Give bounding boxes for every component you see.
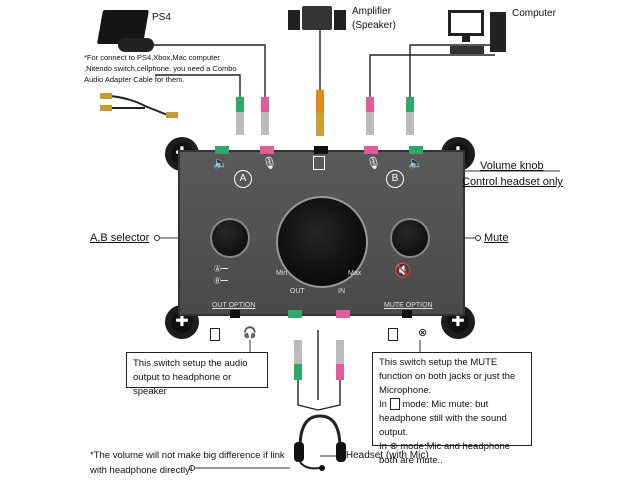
mic-icon-left: 🎙	[262, 156, 278, 170]
volume-knob-label: Volume knob	[480, 160, 544, 172]
ps4-controller-image	[118, 38, 154, 52]
out-option-switch[interactable]	[230, 310, 240, 318]
ab-selector-label: A,B selector	[90, 232, 150, 244]
ab-indicator: Ⓐ━Ⓑ━	[214, 266, 228, 285]
headphone-small-icon: 🎧	[243, 327, 257, 339]
adapter-cable-image	[100, 93, 178, 118]
control-headset-label: Control headset only	[462, 176, 563, 188]
mic-icon-right: 🎙	[366, 156, 382, 170]
headset-label: *Headset (with Mic)	[342, 450, 429, 461]
plug-pink-right	[366, 97, 374, 135]
jack-out-green[interactable]	[288, 310, 302, 318]
screw-bottom-left: ✚	[171, 311, 193, 333]
mute-note-in2: In	[379, 441, 387, 452]
jack-green-right[interactable]	[409, 146, 423, 154]
computer-image	[448, 10, 508, 56]
volume-max-label: Max	[348, 270, 362, 277]
ps4-note: *For connect to PS4,Xbox,Mac computer ,N…	[84, 53, 237, 84]
ps4-label: PS4	[152, 12, 171, 23]
amplifier-label: Amplifier	[352, 6, 391, 17]
speaker-icon-left: 🔈	[213, 156, 228, 170]
mute-option-note: This switch setup the MUTE function on b…	[372, 352, 532, 466]
mute-mode-note-icon: ⊗	[389, 441, 398, 452]
mute-indicator-icon: 🔇	[394, 262, 412, 278]
screw-bottom-right: ✚	[447, 311, 469, 333]
plug-green-bottom	[294, 340, 302, 380]
mute-note-line2: mode: Mic mute: but headphone still with…	[379, 399, 507, 438]
speaker-box-small-icon-right	[388, 328, 398, 341]
plug-green-left	[236, 97, 244, 135]
volume-min-label: Min	[276, 270, 288, 277]
plug-green-right	[406, 97, 414, 135]
jack-green-left[interactable]	[215, 146, 229, 154]
plug-orange	[316, 90, 324, 136]
speaker-box-note-icon	[389, 398, 400, 411]
label-b-circle: B	[386, 170, 404, 188]
plug-pink-bottom	[336, 340, 344, 380]
mute-option-label: MUTE OPTION	[384, 302, 433, 309]
mute-note-line1: This switch setup the MUTE function on b…	[379, 357, 516, 396]
volume-knob[interactable]	[276, 196, 368, 288]
ab-selector-knob[interactable]	[210, 218, 250, 258]
label-a-circle: A	[234, 170, 252, 188]
speaker-icon-right: 🔈	[408, 156, 423, 170]
jack-speaker[interactable]	[314, 146, 328, 154]
jack-pink-left[interactable]	[260, 146, 274, 154]
jack-pink-right[interactable]	[364, 146, 378, 154]
in-label: IN	[338, 288, 345, 295]
speaker-box-icon	[313, 156, 325, 170]
mute-note-line3: mode:Mic and headphone both are mute..	[379, 441, 511, 466]
out-option-note: This switch setup the audio output to he…	[126, 352, 268, 397]
out-option-label: OUT OPTION	[212, 302, 256, 309]
volume-warning-note: *The volume will not make big difference…	[90, 450, 285, 476]
out-label: OUT	[290, 288, 305, 295]
mute-mode-small-icon: ⊗	[418, 327, 428, 339]
mute-knob[interactable]	[390, 218, 430, 258]
plug-pink-left	[261, 97, 269, 135]
jack-in-pink[interactable]	[336, 310, 350, 318]
mute-label: Mute	[484, 232, 509, 244]
mute-note-in1: In	[379, 399, 387, 410]
switch-box: 🔈 🎙 🎙 🔈 A B Min Max Ⓐ━Ⓑ━ 🔇 OUT OPTION MU…	[178, 146, 465, 318]
amplifier-sublabel: (Speaker)	[352, 20, 396, 31]
speaker-box-small-icon	[210, 328, 220, 341]
amplifier-image	[288, 6, 348, 30]
mute-option-switch[interactable]	[402, 310, 412, 318]
computer-label: Computer	[512, 8, 556, 19]
headset-image	[294, 414, 346, 471]
